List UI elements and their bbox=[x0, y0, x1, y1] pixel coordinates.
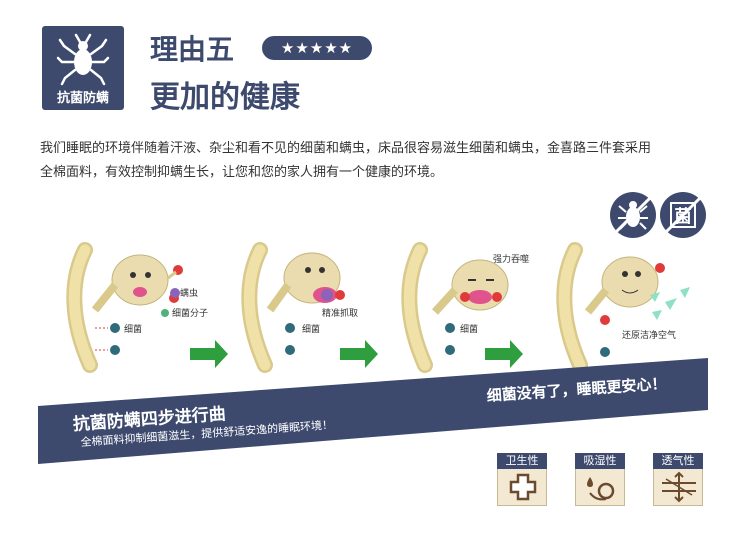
mite-icon-circle bbox=[610, 192, 656, 238]
step-3: 细菌 强力吞噬 bbox=[401, 242, 529, 373]
svg-text:细菌: 细菌 bbox=[302, 323, 320, 335]
feature-moisture: 吸湿性 bbox=[575, 453, 625, 506]
step-1: 螨虫 细菌分子 细菌 bbox=[66, 242, 228, 373]
svg-text:细菌分子: 细菌分子 bbox=[172, 307, 208, 319]
airflow-icon bbox=[662, 471, 696, 503]
mite-icon bbox=[614, 196, 652, 234]
badge-label: 抗菌防螨 bbox=[56, 91, 109, 106]
feature-label: 透气性 bbox=[653, 453, 703, 469]
step-2: 细菌 精准抓取 bbox=[241, 242, 378, 373]
description: 我们睡眠的环境伴随着汗液、杂尘和看不见的细菌和螨虫，床品很容易滋生细菌和螨虫，金… bbox=[40, 137, 710, 185]
antibacterial-badge: 抗菌防螨 bbox=[42, 26, 124, 110]
feature-label: 吸湿性 bbox=[575, 453, 625, 469]
svg-text:细菌: 细菌 bbox=[124, 323, 142, 335]
description-line-2: 全棉面料，有效控制抑螨生长，让您和您的家人拥有一个健康的环境。 bbox=[40, 165, 444, 180]
svg-text:强力吞噬: 强力吞噬 bbox=[493, 253, 529, 265]
svg-text:精准抓取: 精准抓取 bbox=[322, 307, 358, 319]
svg-text:螨虫: 螨虫 bbox=[180, 287, 198, 299]
cross-icon bbox=[509, 473, 537, 501]
page-heading: 更加的健康 bbox=[150, 80, 300, 115]
feature-hygiene: 卫生性 bbox=[497, 453, 547, 506]
step-4: 还原洁净空气 bbox=[556, 242, 690, 373]
svg-text:还原洁净空气: 还原洁净空气 bbox=[622, 329, 676, 341]
steps-illustration: 螨虫 细菌分子 细菌 细菌 精准抓取 细菌 强力吞噬 bbox=[66, 242, 690, 373]
reason-title: 理由五 bbox=[150, 33, 235, 66]
banner-shape bbox=[38, 358, 708, 464]
moisture-icon bbox=[587, 477, 615, 501]
feature-breathability: 透气性 bbox=[653, 453, 703, 506]
bacteria-icon-circle: 菌 bbox=[660, 192, 706, 238]
mite-icon bbox=[56, 33, 110, 86]
rating-stars: ★★★★★ bbox=[262, 36, 372, 60]
description-line-1: 我们睡眠的环境伴随着汗液、杂尘和看不见的细菌和螨虫，床品很容易滋生细菌和螨虫，金… bbox=[40, 141, 652, 156]
svg-text:细菌: 细菌 bbox=[460, 323, 478, 335]
bacteria-icon: 菌 bbox=[664, 196, 702, 234]
feature-label: 卫生性 bbox=[497, 453, 547, 469]
